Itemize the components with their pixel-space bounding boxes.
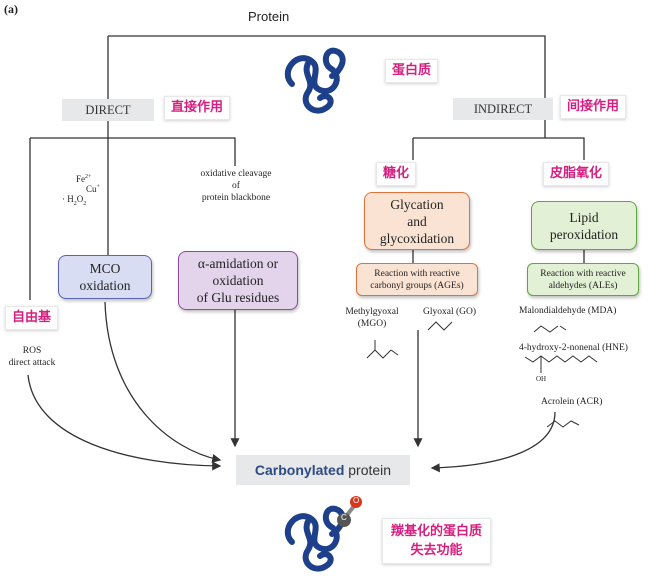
panel-label: (a) [4,2,18,16]
carbonylated-protein-coil-icon [284,496,362,572]
free-radical-cn-label: 自由基 [5,306,59,330]
h2o2: · H2O2 [62,194,87,207]
hne-label: 4-hydroxy-2-nonenal (HNE) [519,343,628,353]
protein-cn-label: 蛋白质 [385,59,439,83]
carbon-atom-icon [337,513,351,527]
acr-label: Acrolein (ACR) [541,397,603,407]
go-label: Glyoxal (GO) [423,307,477,317]
mda-label: Malondialdehyde (MDA) [519,306,617,316]
indirect-label: INDIRECT [453,98,553,120]
oxygen-atom-icon [350,496,362,508]
direct-cn-label: 直接作用 [164,96,231,120]
protein-coil-icon [284,47,346,114]
hne-oh-label: OH [536,375,547,383]
oxygen-atom-label: O [353,496,360,505]
oxidative-cleavage-text: oxidative cleavage of protein blackbone [200,169,272,203]
loss-of-function-cn-label: 羰基化的蛋白质失去功能 [382,518,492,564]
metal-fe: Fe2+ [76,174,92,184]
direct-label: DIRECT [62,99,154,121]
carbon-atom-label: C [341,513,347,522]
lipid-cn-label: 皮脂氧化 [543,162,610,186]
protein-title: Protein [248,9,290,24]
carbonylated-protein-label: Carbonylated protein [236,455,410,485]
glycation-cn-label: 糖化 [376,162,417,186]
mgo-label: Methylgyoxal(MGO) [345,307,399,329]
indirect-cn-label: 间接作用 [560,95,627,119]
metal-cu: Cu+ [86,184,100,194]
